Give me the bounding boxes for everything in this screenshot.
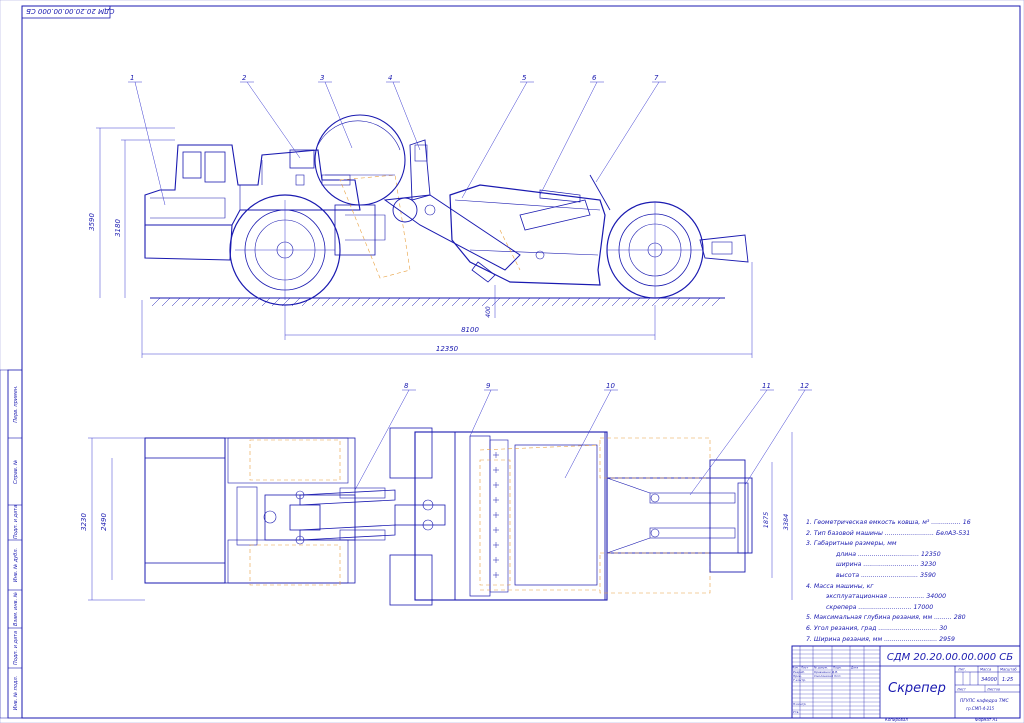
tb-checker: Смолянский Ю.С. <box>814 674 841 678</box>
tb-row-label: Подп. <box>833 666 842 670</box>
draw-frame <box>383 139 521 271</box>
side-stamp-label: Инв. № подл. <box>13 676 19 711</box>
tb-row-label: № докум. <box>813 666 828 670</box>
tb-role: Пров. <box>793 674 802 678</box>
spec-item: 7. Ширина резания, мм ..................… <box>806 635 955 643</box>
dim-width-outer: 3230 <box>80 513 88 531</box>
callout-label: 1 <box>130 74 134 82</box>
callout-label: 4 <box>388 74 392 82</box>
dim-wheelbase: 8100 <box>461 326 479 334</box>
spec-item: ширина ............................ 3230 <box>836 561 937 569</box>
tb-col-lit: Лит. <box>957 668 966 672</box>
technical-specs: 1. Геометрическая емкость ковша, м³ ....… <box>806 518 1006 645</box>
tb-role: Утв. <box>793 710 799 714</box>
scraper-bowl <box>449 174 611 286</box>
spec-item: 4. Масса машины, кг <box>806 582 874 590</box>
tb-col-scale: Масштаб <box>1000 668 1017 672</box>
tb-role: Разраб. <box>793 670 805 674</box>
callout-label: 11 <box>762 382 771 390</box>
tb-scale: 1:25 <box>1002 677 1013 683</box>
spec-item: высота ............................. 359… <box>836 571 936 579</box>
side-stamp-label: Инв. № дубл. <box>13 548 19 582</box>
side-view: 3590 3180 8100 12350 400 1 2 3 4 5 <box>88 74 753 358</box>
spec-item: 6. Угол резания, град ..................… <box>806 624 948 632</box>
tb-code: СДМ 20.20.00.00.000 СБ <box>887 652 1013 663</box>
side-stamp-label: Подп. и дата <box>13 505 19 539</box>
tb-sheet: Лист <box>956 688 967 692</box>
tb-author: Кравченко Д.В. <box>814 670 838 674</box>
side-stamp-label: Справ. № <box>13 460 19 484</box>
tb-role: Т.контр. <box>793 678 806 682</box>
code-stamp-box: СДМ 20.20.00.00.000 СБ <box>21 5 115 19</box>
side-dimensions: 3590 3180 8100 12350 400 <box>88 127 753 358</box>
spec-item: 3. Габаритные размеры, мм <box>806 540 897 548</box>
drive-wheel <box>314 114 406 206</box>
callout-label: 12 <box>800 382 809 390</box>
callout-label: 3 <box>320 74 324 82</box>
spec-item: эксплуатационная .................. 3400… <box>826 593 947 601</box>
side-stamp: Перв. примен. Справ. № Подп. и дата Инв.… <box>0 369 23 719</box>
dim-bowl-outer: 3384 <box>782 514 790 531</box>
side-stamp-label: Перв. примен. <box>13 385 19 423</box>
sheet-frame <box>21 5 1021 719</box>
tb-org: ПГУПС кафедра ТМС <box>960 698 1009 704</box>
side-stamp-label: Взам. инв. № <box>13 592 19 626</box>
callout-label: 6 <box>592 74 597 82</box>
spec-item: 5. Максимальная глубина резания, мм ....… <box>806 614 966 622</box>
tractor-unit <box>144 144 411 306</box>
callout-label: 5 <box>522 74 527 82</box>
tb-row-label: Лист <box>800 666 808 670</box>
dim-height-inner: 3180 <box>114 219 122 237</box>
spec-item: скрепера ........................... 170… <box>826 603 934 611</box>
callout-label: 10 <box>606 382 615 390</box>
dim-height-outer: 3590 <box>88 213 96 231</box>
callout-label: 8 <box>404 382 409 390</box>
tb-row-label: Изм. <box>792 666 799 670</box>
callout-label: 7 <box>654 74 659 82</box>
spec-item: длина ............................... 12… <box>836 550 941 558</box>
tb-role: Н.контр. <box>793 702 806 706</box>
tb-sheets: Листов <box>986 688 1000 692</box>
tb-format: Формат А1 <box>975 717 998 722</box>
side-stamp-label: Подп. и дата <box>13 631 19 665</box>
callout-label: 9 <box>486 382 491 390</box>
dim-width-inner: 2490 <box>100 513 108 531</box>
spec-item: 1. Геометрическая емкость ковша, м³ ....… <box>806 519 971 526</box>
spec-item: 2. Тип базовой машины ..................… <box>806 529 971 537</box>
tb-name: Скрепер <box>888 681 946 696</box>
dim-overall-length: 12350 <box>436 345 459 353</box>
tb-col-mass: Масса <box>980 668 991 672</box>
dim-clearance: 400 <box>485 306 492 318</box>
top-view: 3230 2490 1875 3384 8 9 10 11 12 <box>80 382 812 606</box>
tb-row-label: Дата <box>850 666 859 670</box>
rear-wheel <box>606 201 749 299</box>
callout-label: 2 <box>242 74 247 82</box>
dim-bowl-inner: 1875 <box>762 512 770 529</box>
code-stamp: СДМ 20.20.00.00.000 СБ <box>26 7 115 15</box>
tb-mass: 34000 <box>981 677 997 683</box>
tb-copied: Копировал <box>885 717 908 722</box>
tb-group: гр.СМП-4-215 <box>966 706 995 711</box>
side-callouts: 1 2 3 4 5 6 7 <box>128 74 666 206</box>
title-block: Изм. Лист № докум. Подп. Дата Разраб. Пр… <box>791 645 1021 722</box>
